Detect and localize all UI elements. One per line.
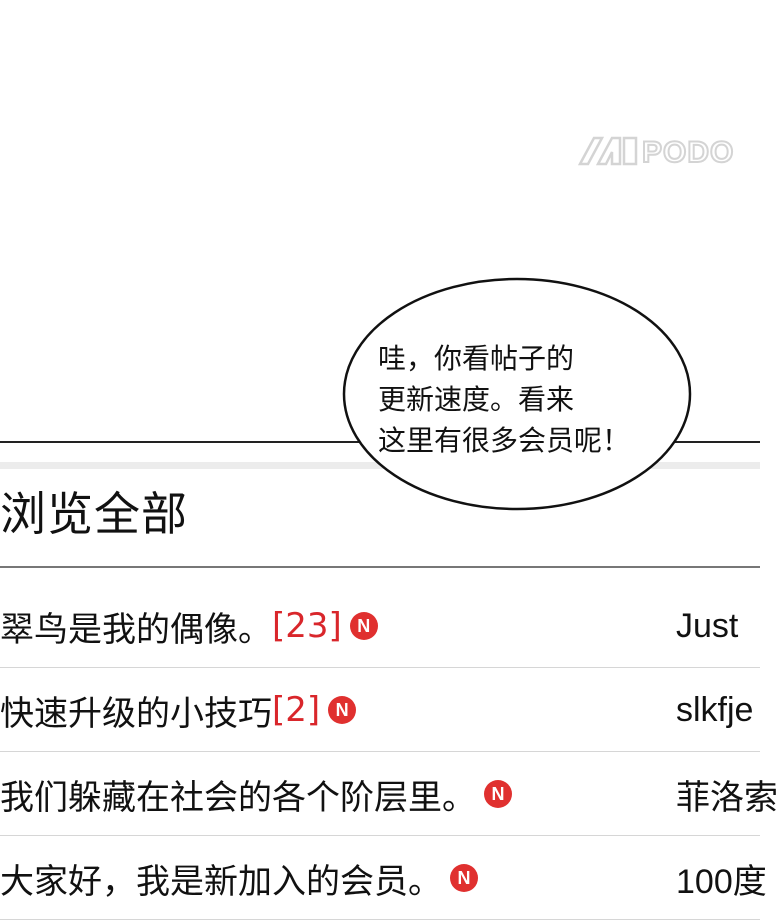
comment-count: [2]: [272, 690, 321, 730]
post-title-link[interactable]: 大家好，我是新加入的会员。 N: [0, 836, 478, 920]
post-author: slkfje: [676, 690, 754, 729]
post-title-link[interactable]: 我们躲藏在社会的各个阶层里。 N: [0, 752, 512, 836]
post-title: 快速升级的小技巧: [0, 693, 272, 734]
podo-watermark-logo: PODO: [577, 135, 734, 170]
post-row[interactable]: 我们躲藏在社会的各个阶层里。 N 菲洛索: [0, 752, 778, 836]
post-row[interactable]: 翠鸟是我的偶像。[23]N Just: [0, 584, 760, 668]
post-title: 大家好，我是新加入的会员。: [0, 861, 442, 902]
section-title: 浏览全部: [0, 487, 188, 541]
post-author: 菲洛索: [676, 778, 778, 817]
speech-bubble-text: 哇，你看帖子的 更新速度。看来 这里有很多会员呢！: [378, 342, 631, 457]
post-row[interactable]: 大家好，我是新加入的会员。 N 100度: [0, 836, 767, 920]
post-title: 我们躲藏在社会的各个阶层里。: [0, 777, 476, 818]
post-author: 100度: [676, 862, 767, 901]
post-title-link[interactable]: 翠鸟是我的偶像。[23]N: [0, 584, 378, 668]
post-title-link[interactable]: 快速升级的小技巧[2]N: [0, 668, 357, 752]
new-badge-icon: N: [328, 696, 357, 724]
watermark-text: PODO: [642, 136, 734, 169]
new-badge-icon: N: [349, 612, 378, 640]
new-badge-icon: N: [484, 780, 512, 808]
speech-bubble: [342, 277, 692, 511]
title-divider: [0, 566, 760, 568]
post-title: 翠鸟是我的偶像。: [0, 609, 272, 650]
new-badge-icon: N: [450, 864, 478, 892]
comment-count: [23]: [272, 606, 342, 646]
post-author: Just: [676, 606, 739, 645]
